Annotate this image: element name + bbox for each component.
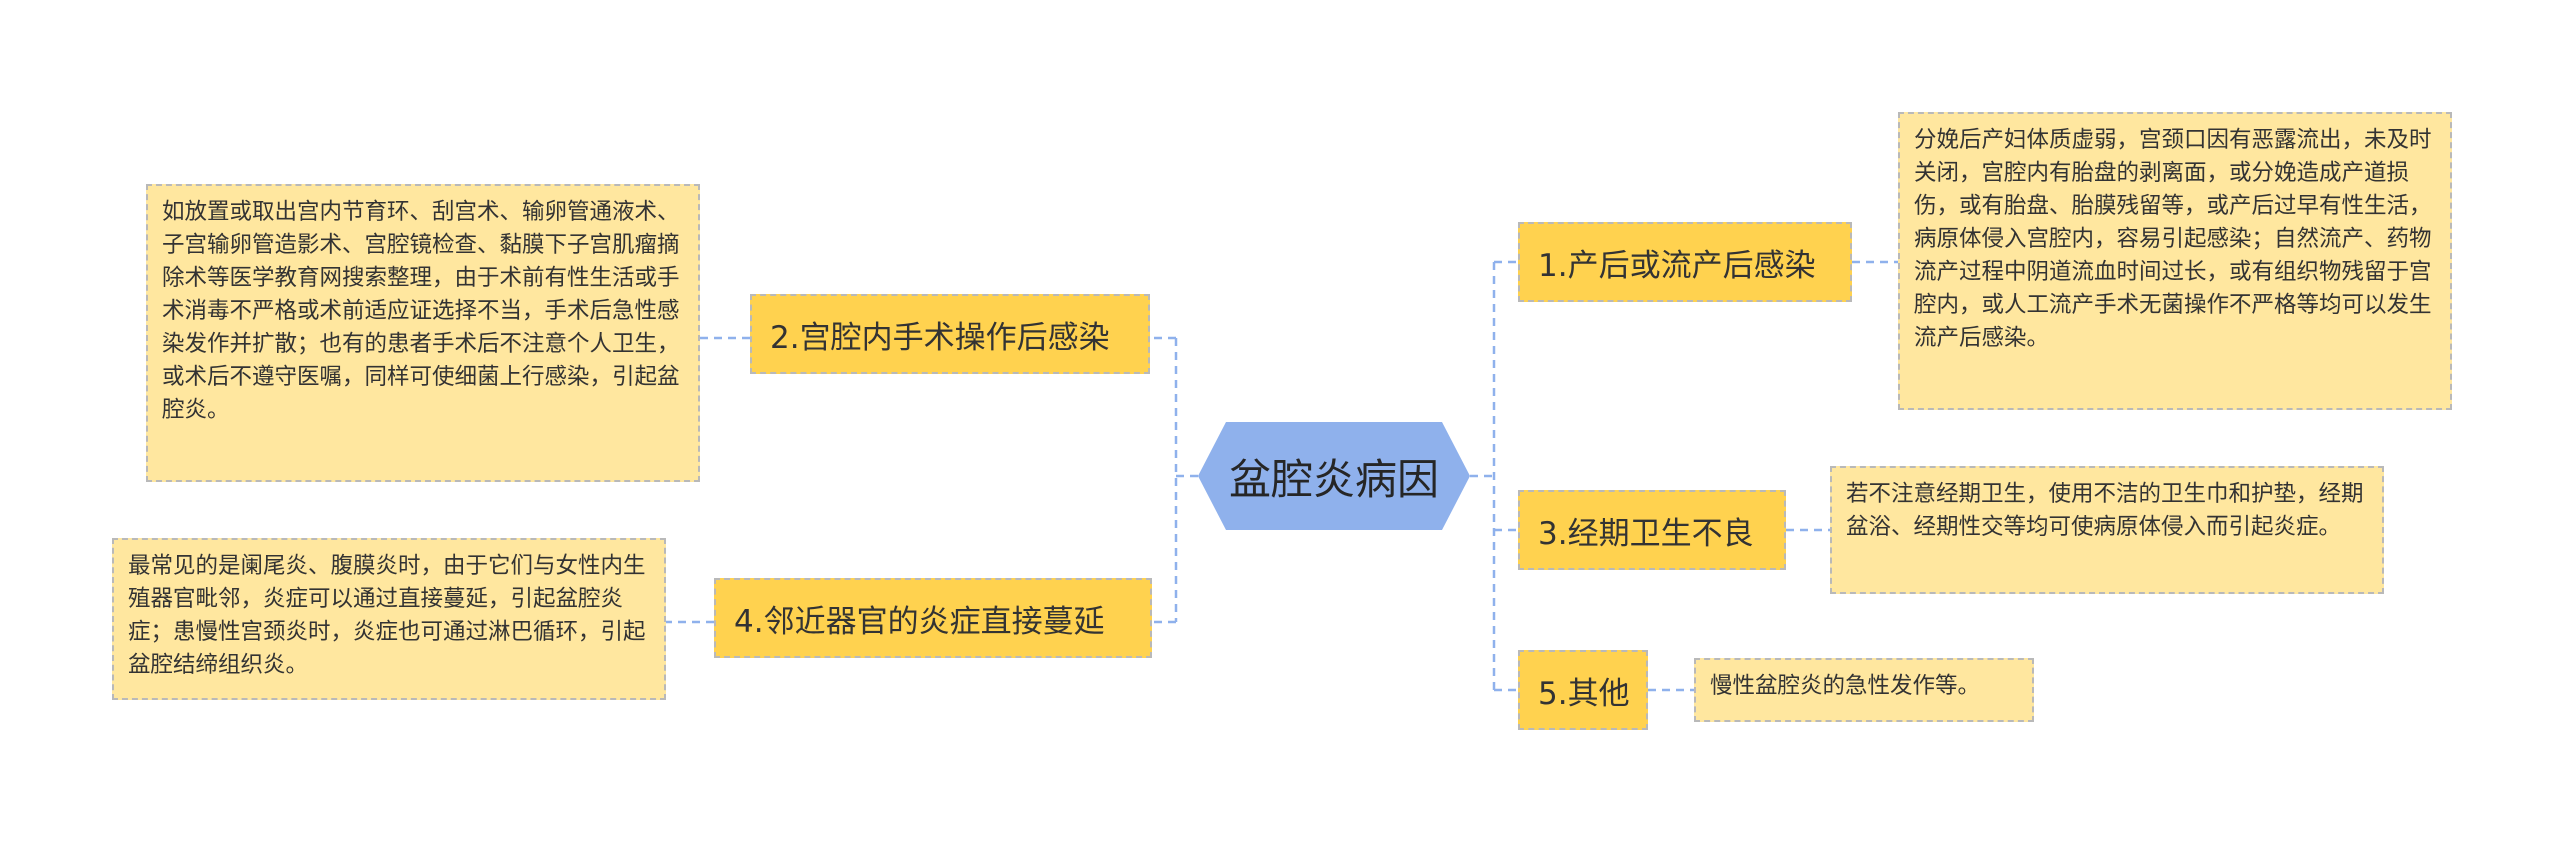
branch-other: 5.其他 (1518, 650, 1648, 730)
branch-adjacent-organ-spread: 4.邻近器官的炎症直接蔓延 (714, 578, 1152, 658)
leaf-postpartum-detail: 分娩后产妇体质虚弱，宫颈口因有恶露流出，未及时关闭，宫腔内有胎盘的剥离面，或分娩… (1898, 112, 2452, 410)
leaf-text: 如放置或取出宫内节育环、刮宫术、输卵管通液术、子宫输卵管造影术、宫腔镜检查、黏膜… (162, 199, 680, 423)
branch-label: 2.宫腔内手术操作后感染 (770, 319, 1110, 356)
leaf-text: 若不注意经期卫生，使用不洁的卫生巾和护垫，经期盆浴、经期性交等均可使病原体侵入而… (1846, 481, 2364, 540)
branch-menstrual-hygiene: 3.经期卫生不良 (1518, 490, 1786, 570)
leaf-adjacent-detail: 最常见的是阑尾炎、腹膜炎时，由于它们与女性内生殖器官毗邻，炎症可以通过直接蔓延，… (112, 538, 666, 700)
leaf-text: 慢性盆腔炎的急性发作等。 (1710, 673, 1981, 699)
leaf-surgery-detail: 如放置或取出宫内节育环、刮宫术、输卵管通液术、子宫输卵管造影术、宫腔镜检查、黏膜… (146, 184, 700, 482)
branch-label: 4.邻近器官的炎症直接蔓延 (734, 603, 1105, 640)
root-topic: 盆腔炎病因 (1198, 422, 1470, 530)
leaf-text: 分娩后产妇体质虚弱，宫颈口因有恶露流出，未及时关闭，宫腔内有胎盘的剥离面，或分娩… (1914, 127, 2432, 351)
branch-label: 1.产后或流产后感染 (1538, 247, 1816, 284)
leaf-other-detail: 慢性盆腔炎的急性发作等。 (1694, 658, 2034, 722)
branch-intrauterine-surgery: 2.宫腔内手术操作后感染 (750, 294, 1150, 374)
branch-label: 3.经期卫生不良 (1538, 515, 1754, 552)
branch-postpartum-infection: 1.产后或流产后感染 (1518, 222, 1852, 302)
branch-label: 5.其他 (1538, 675, 1630, 712)
root-topic-label: 盆腔炎病因 (1228, 454, 1439, 504)
leaf-menstrual-detail: 若不注意经期卫生，使用不洁的卫生巾和护垫，经期盆浴、经期性交等均可使病原体侵入而… (1830, 466, 2384, 594)
leaf-text: 最常见的是阑尾炎、腹膜炎时，由于它们与女性内生殖器官毗邻，炎症可以通过直接蔓延，… (128, 553, 646, 678)
